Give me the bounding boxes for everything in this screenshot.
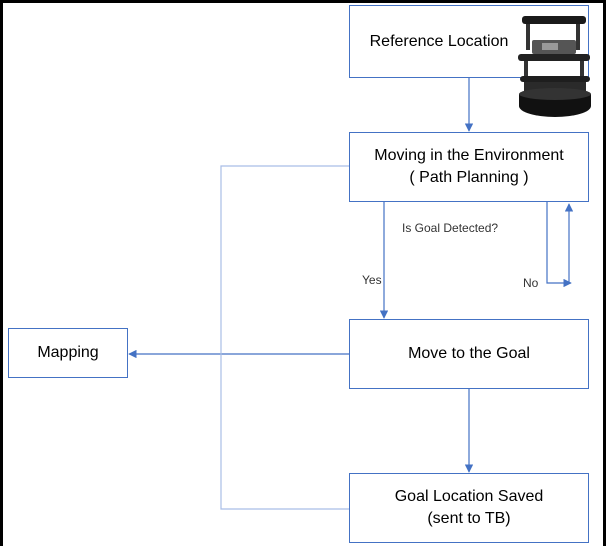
frame-border-left	[0, 0, 3, 546]
edge-feedback-loop	[220, 165, 349, 510]
node-moving-in-environment: Moving in the Environment ( Path Plannin…	[349, 132, 589, 202]
node-move-to-goal-label: Move to the Goal	[408, 345, 530, 363]
frame-border-top	[0, 0, 606, 3]
node-moving-line1: Moving in the Environment	[374, 147, 564, 165]
turtlebot-robot-icon	[512, 10, 594, 122]
node-move-to-goal: Move to the Goal	[349, 319, 589, 389]
node-goal-saved-line2: (sent to TB)	[427, 510, 511, 527]
frame-border-right	[603, 0, 606, 546]
edge-label-no: No	[523, 276, 539, 290]
node-moving-line2: ( Path Planning )	[409, 169, 529, 186]
node-reference-location-label: Reference Location	[369, 32, 509, 50]
edge-label-yes: Yes	[362, 273, 382, 287]
node-mapping: Mapping	[8, 328, 128, 378]
node-mapping-label: Mapping	[37, 344, 99, 362]
edge-label-question: Is Goal Detected?	[402, 221, 499, 235]
node-goal-location-saved: Goal Location Saved (sent to TB)	[349, 473, 589, 543]
edge-no-loop	[546, 202, 572, 288]
node-goal-saved-line1: Goal Location Saved	[394, 488, 544, 506]
